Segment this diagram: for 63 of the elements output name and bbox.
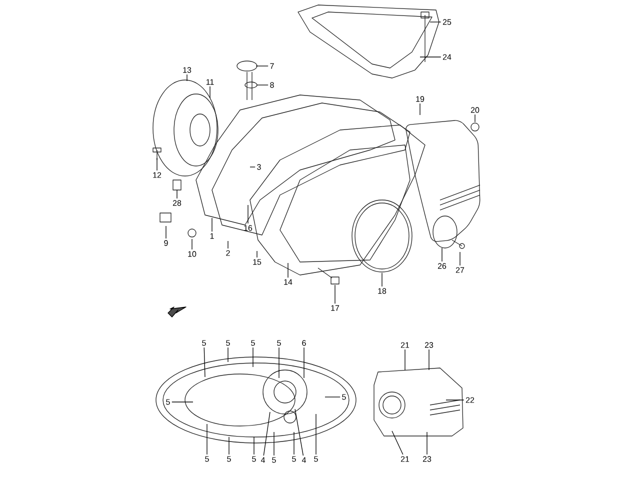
callout-number: 18 (378, 288, 386, 294)
leader-line (250, 166, 256, 168)
leader-line (256, 84, 268, 86)
callout-number: 5 (252, 456, 256, 462)
leader-line (420, 56, 442, 58)
callout-number: 26 (438, 263, 446, 269)
callout-number: 23 (422, 456, 432, 462)
callout-number: 5 (277, 340, 281, 346)
leader-line (428, 349, 430, 370)
callout-number: 2 (226, 250, 230, 256)
callout-number: 4 (302, 457, 306, 463)
callout-number: 24 (442, 54, 452, 60)
callout-number: 5 (251, 340, 255, 346)
callout-number: 12 (153, 172, 162, 178)
callout-number: 4 (260, 457, 265, 463)
callout-number: 16 (244, 225, 252, 231)
callout-number: 7 (270, 63, 274, 69)
callout-number: 5 (205, 456, 209, 462)
callout-number: 21 (400, 342, 410, 348)
callout-number: 11 (206, 79, 214, 85)
leader-line (404, 349, 406, 370)
leader-line (392, 430, 404, 455)
leader-line (204, 347, 206, 378)
callout-number: 5 (272, 457, 276, 463)
callout-number: 5 (166, 399, 170, 405)
callout-number: 17 (331, 305, 340, 311)
leader-line (176, 190, 178, 199)
leader-line (263, 412, 270, 456)
callout-number: 20 (470, 107, 480, 113)
leader-line (324, 396, 340, 398)
callout-number: 6 (302, 340, 306, 346)
callout-number: 3 (257, 164, 261, 170)
callout-number: 15 (253, 259, 262, 265)
callout-number: 5 (202, 340, 206, 346)
callout-number: 22 (466, 397, 474, 403)
callout-number: 23 (424, 342, 434, 348)
callout-number: 5 (314, 456, 318, 462)
callout-number: 28 (172, 200, 182, 206)
callout-number: 5 (226, 340, 230, 346)
callout-number: 1 (210, 233, 214, 239)
callout-number: 5 (342, 394, 346, 400)
callout-number: 10 (188, 251, 196, 257)
callout-number: 5 (292, 456, 296, 462)
leader-line (256, 250, 258, 258)
leader-line (206, 424, 208, 455)
callout-number: 8 (270, 82, 274, 88)
callout-number: 14 (284, 279, 292, 285)
callout-number: 19 (416, 96, 424, 102)
callout-number: 9 (164, 240, 168, 246)
leader-line (156, 158, 158, 171)
leader-line (294, 408, 304, 456)
callout-number: 5 (227, 456, 231, 462)
leader-line (426, 432, 428, 455)
leader-line (278, 347, 280, 378)
leader-line (474, 114, 476, 122)
callout-number: 27 (456, 267, 464, 273)
leader-line (228, 436, 230, 455)
leader-line (252, 347, 254, 368)
callout-number: 25 (442, 19, 452, 25)
leader-line (334, 284, 336, 304)
leader-line (186, 74, 188, 82)
callout-number: 21 (400, 456, 410, 462)
callout-number: 13 (183, 67, 192, 73)
